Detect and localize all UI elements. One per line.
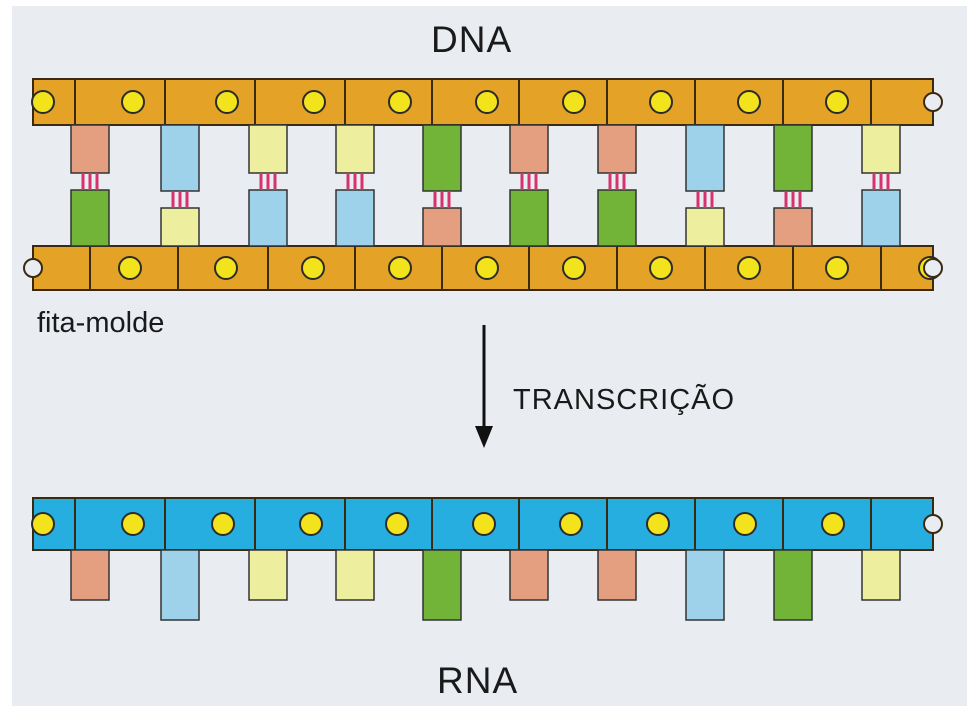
base-blue: [862, 190, 900, 246]
phosphate-circle: [389, 91, 411, 113]
phosphate-circle: [122, 91, 144, 113]
phosphate-circle: [560, 513, 582, 535]
rna-base-orange: [598, 550, 636, 600]
phosphate-circle: [650, 91, 672, 113]
phosphate-circle: [822, 513, 844, 535]
base-yellow: [249, 125, 287, 173]
phosphate-circle: [32, 513, 54, 535]
rna-base-orange: [510, 550, 548, 600]
strand-end-notch: [924, 93, 942, 111]
phosphate-circle: [122, 513, 144, 535]
phosphate-circle: [215, 257, 237, 279]
rna-strand: [32, 498, 942, 550]
base-yellow: [161, 208, 199, 246]
phosphate-circle: [734, 513, 756, 535]
base-orange: [423, 208, 461, 246]
rna-title: RNA: [437, 660, 518, 702]
base-yellow: [862, 125, 900, 173]
base-green: [423, 125, 461, 191]
phosphate-circle: [119, 257, 141, 279]
phosphate-circle: [389, 257, 411, 279]
rna-base-orange: [71, 550, 109, 600]
strand-end-notch: [924, 259, 942, 277]
rna-base-yellow: [862, 550, 900, 600]
base-green: [774, 125, 812, 191]
base-green: [598, 190, 636, 246]
phosphate-circle: [212, 513, 234, 535]
base-blue: [161, 125, 199, 191]
base-green: [510, 190, 548, 246]
rna-base-yellow: [249, 550, 287, 600]
phosphate-circle: [473, 513, 495, 535]
phosphate-circle: [32, 91, 54, 113]
phosphate-circle: [476, 257, 498, 279]
rna-base-yellow: [336, 550, 374, 600]
phosphate-circle: [476, 91, 498, 113]
rna-base-green: [423, 550, 461, 620]
phosphate-circle: [300, 513, 322, 535]
phosphate-circle: [386, 513, 408, 535]
strand-end-notch: [924, 515, 942, 533]
phosphate-circle: [650, 257, 672, 279]
phosphate-circle: [303, 91, 325, 113]
dna-template-strand: [24, 246, 942, 290]
dna-coding-strand: [32, 79, 942, 125]
strand-start-notch: [24, 259, 42, 277]
rna-base-blue: [686, 550, 724, 620]
phosphate-circle: [647, 513, 669, 535]
transcription-label: TRANSCRIÇÃO: [513, 384, 735, 417]
base-yellow: [336, 125, 374, 173]
phosphate-circle: [563, 91, 585, 113]
phosphate-circle: [826, 91, 848, 113]
phosphate-circle: [738, 91, 760, 113]
phosphate-circle: [738, 257, 760, 279]
phosphate-circle: [826, 257, 848, 279]
base-orange: [598, 125, 636, 173]
dna-title: DNA: [431, 19, 512, 61]
phosphate-circle: [563, 257, 585, 279]
rna-base-blue: [161, 550, 199, 620]
phosphate-circle: [216, 91, 238, 113]
base-green: [71, 190, 109, 246]
base-blue: [336, 190, 374, 246]
phosphate-circle: [302, 257, 324, 279]
base-blue: [249, 190, 287, 246]
base-orange: [510, 125, 548, 173]
rna-base-green: [774, 550, 812, 620]
base-orange: [71, 125, 109, 173]
base-blue: [686, 125, 724, 191]
base-orange: [774, 208, 812, 246]
template-strand-label: fita-molde: [37, 307, 164, 340]
base-yellow: [686, 208, 724, 246]
